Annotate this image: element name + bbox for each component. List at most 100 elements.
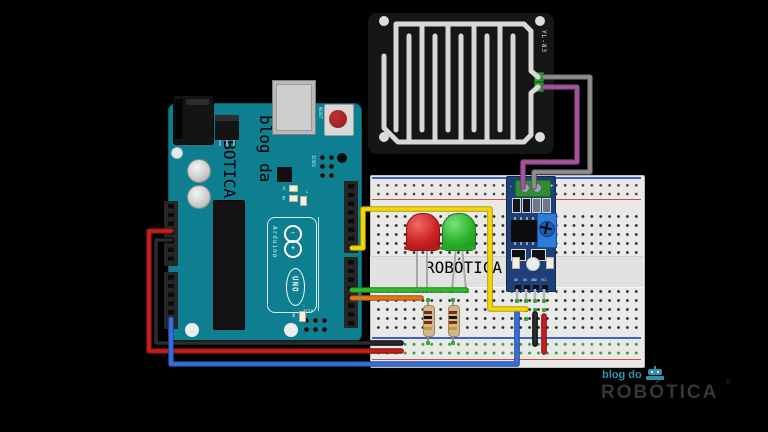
arduino-watermark-small: blog da: [256, 115, 275, 183]
dc-power-jack-front: [175, 99, 183, 139]
icsp2-label: ICSP2: [311, 155, 316, 168]
ic-pin: [526, 242, 528, 245]
connection-dot: [533, 308, 537, 312]
resistor-band: [449, 316, 457, 319]
ic-pin: [532, 242, 534, 245]
rain-sensor-hole: [379, 16, 389, 26]
ic-pin: [520, 242, 522, 245]
arduino-hole: [171, 147, 183, 159]
icsp-header: [302, 316, 329, 334]
resistor: [423, 305, 435, 337]
module-led: [512, 257, 520, 269]
module-pin-base: [515, 285, 521, 290]
rain-sensor-hole: [379, 132, 389, 142]
connection-dot: [451, 341, 455, 345]
connection-dot: [524, 299, 528, 303]
ic-pin: [520, 217, 522, 220]
tm-label: ™: [303, 305, 305, 309]
breadboard-rail-line-red: [372, 358, 641, 361]
capacitor: [187, 159, 211, 183]
regulator-leg: [233, 140, 235, 146]
connection-dot: [399, 349, 403, 353]
smd-component: [522, 198, 531, 213]
rain-sensor-label: YL-83: [540, 30, 547, 54]
sensor-module-board: - + A0 D0 GND VCC: [506, 176, 557, 292]
resistor-band: [449, 321, 457, 324]
connection-dot: [169, 229, 173, 233]
connection-dot: [426, 341, 430, 345]
plus-label: +: [550, 183, 554, 190]
smd-component: [512, 198, 521, 213]
smd-component: [532, 198, 541, 213]
lm393-ic: [511, 220, 537, 242]
logo-reg: ®: [726, 380, 731, 386]
led-green-flange: [440, 246, 476, 250]
logo-line2: ROBÓTICA: [601, 382, 719, 403]
tx-label: TX: [281, 186, 286, 191]
breadboard-watermark: ROBÓTICA: [425, 258, 503, 277]
reset-label: RESET: [318, 107, 323, 120]
connection-dot: [426, 298, 430, 302]
breadboard-holes-bottom-rail: [374, 339, 640, 358]
module-pin-label: GND: [531, 278, 537, 282]
arduino-hole: [284, 323, 298, 337]
led-red-flange: [404, 246, 440, 250]
ic-pin: [526, 217, 528, 220]
connection-dot: [524, 317, 528, 321]
uno-label: UNO: [290, 276, 300, 293]
ic-pin: [532, 217, 534, 220]
module-led: [546, 257, 554, 269]
connection-dot: [399, 341, 403, 345]
resistor-band: [449, 327, 457, 330]
icsp2-header: [318, 153, 336, 180]
silkscreen-line: [318, 217, 319, 311]
rain-sensor-hole: [535, 132, 545, 142]
connection-dot: [515, 317, 519, 321]
connection-dot: [450, 289, 454, 293]
ic-pin: [514, 242, 516, 245]
rain-sensor-pin: [534, 72, 544, 82]
connection-dot: [415, 289, 419, 293]
connection-dot: [169, 238, 173, 242]
voltage-regulator: [215, 121, 239, 140]
power-header-holes: [168, 202, 174, 265]
connection-dot: [350, 296, 354, 300]
connection-dot: [533, 299, 537, 303]
screw-terminal-screw: [520, 183, 530, 193]
connection-dot: [464, 289, 468, 293]
module-pin-label: D0: [523, 278, 527, 282]
rain-sensor-hole: [535, 16, 545, 26]
l-led: [300, 196, 307, 206]
l-led-label: L: [306, 190, 309, 194]
arduino-logo-circle-plus: +: [284, 240, 302, 258]
arduino-hole: [337, 153, 347, 163]
module-pin-base: [533, 285, 539, 290]
arduino-hole: [185, 323, 199, 337]
capacitor: [187, 185, 211, 209]
connection-dot: [350, 246, 354, 250]
connection-dot: [419, 296, 423, 300]
logo: blog do ROBÓTICA ®: [596, 364, 764, 416]
tx-led: [289, 185, 298, 192]
minus-label: -: [509, 183, 513, 190]
module-pin-base: [542, 285, 548, 290]
arduino-brand: Arduino: [271, 226, 278, 259]
rx-led: [289, 195, 298, 202]
smd-component: [542, 198, 551, 213]
connection-dot: [169, 317, 173, 321]
small-ic: [277, 167, 292, 182]
rain-sensor-pin: [534, 82, 544, 92]
resistor-band: [449, 311, 457, 314]
screw-terminal-screw: [532, 183, 542, 193]
logo-line1: blog do: [602, 369, 642, 381]
connection-dot: [533, 342, 537, 346]
module-pin-label: A0: [514, 278, 518, 282]
connection-dot: [542, 308, 546, 312]
regulator-leg: [219, 140, 221, 146]
rain-sensor-board: [367, 12, 555, 155]
connection-dot: [542, 350, 546, 354]
module-pin-label: VCC: [541, 278, 547, 282]
resistor-band: [424, 327, 432, 330]
module-hole: [526, 257, 540, 271]
connection-dot: [524, 308, 528, 312]
